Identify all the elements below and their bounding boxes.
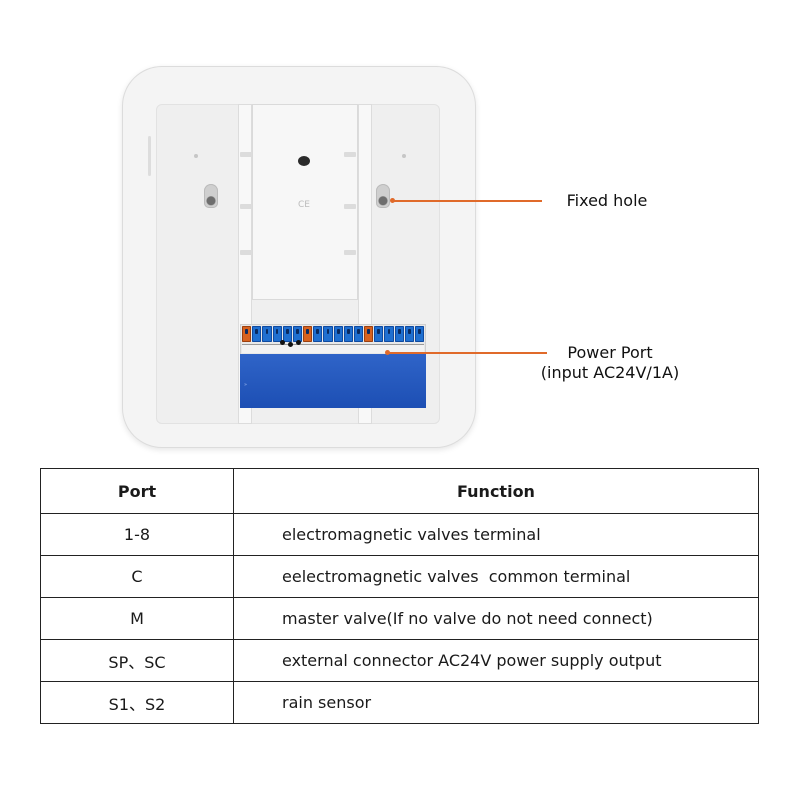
- terminal-screw: [323, 326, 333, 342]
- sensor-hole: [298, 156, 310, 166]
- terminal-screw: [364, 326, 374, 342]
- terminal-label-strip: [242, 344, 424, 353]
- function-cell: rain sensor: [233, 681, 759, 724]
- callout-dot-fixed-hole: [390, 198, 395, 203]
- terminal-screw: [384, 326, 394, 342]
- table-header-row: Port Function: [40, 468, 759, 514]
- screw-dot: [194, 154, 198, 158]
- terminal-screw: [262, 326, 272, 342]
- terminal-screw: [333, 326, 343, 342]
- header-function: Function: [233, 468, 759, 514]
- fixed-hole-right: [376, 184, 390, 208]
- device-inner-panel: CE: [156, 104, 440, 424]
- port-cell: S1、S2: [40, 681, 234, 724]
- terminal-screw: [292, 326, 303, 342]
- terminal-screw: [242, 326, 252, 342]
- terminal-screw: [282, 326, 292, 342]
- port-cell: 1-8: [40, 513, 234, 556]
- terminal-screw: [272, 326, 282, 342]
- callout-fixed-hole: Fixed hole: [566, 191, 648, 210]
- terminal-screw: [313, 326, 323, 342]
- port-function-table: Port Function 1-8 electromagnetic valves…: [40, 468, 759, 724]
- port-cell: M: [40, 597, 234, 640]
- terminal-block: »: [240, 324, 426, 408]
- plate-tab: [240, 250, 252, 255]
- terminal-screw: [404, 326, 414, 342]
- terminal-screw: [374, 326, 384, 342]
- device-back-image: CE: [122, 66, 476, 448]
- callout-power-port: Power Port (input AC24V/1A): [532, 343, 688, 383]
- fixed-hole-left: [204, 184, 218, 208]
- screw-terminals: [242, 326, 425, 342]
- function-cell: eelectromagnetic valves common terminal: [233, 555, 759, 598]
- function-cell: master valve(If no valve do not need con…: [233, 597, 759, 640]
- function-cell: external connector AC24V power supply ou…: [233, 639, 759, 682]
- table-row: M master valve(If no valve do not need c…: [40, 597, 759, 640]
- pcb-marking: »: [244, 382, 248, 388]
- plate-tab: [344, 250, 356, 255]
- function-cell: electromagnetic valves terminal: [233, 513, 759, 556]
- table-row: S1、S2 rain sensor: [40, 681, 759, 724]
- callout-dot-power-port: [385, 350, 390, 355]
- screw-dot: [402, 154, 406, 158]
- mounting-plate: CE: [252, 104, 358, 300]
- terminal-screw: [252, 326, 262, 342]
- table-row: 1-8 electromagnetic valves terminal: [40, 513, 759, 556]
- circuit-board: »: [240, 354, 426, 408]
- ce-mark: CE: [298, 200, 310, 210]
- plate-tab: [344, 204, 356, 209]
- plate-tab: [240, 152, 252, 157]
- terminal-screw: [343, 326, 353, 342]
- terminal-screw: [394, 326, 404, 342]
- table-row: C eelectromagnetic valves common termina…: [40, 555, 759, 598]
- callout-line-fixed-hole: [394, 200, 542, 202]
- wire-ends: [280, 340, 310, 350]
- terminal-screw: [353, 326, 364, 342]
- plate-tab: [240, 204, 252, 209]
- power-port-detail: (input AC24V/1A): [540, 363, 680, 382]
- callout-line-power-port: [389, 352, 547, 354]
- terminal-screw: [303, 326, 313, 342]
- header-port: Port: [40, 468, 234, 514]
- port-cell: SP、SC: [40, 639, 234, 682]
- plate-tab: [344, 152, 356, 157]
- table-row: SP、SC external connector AC24V power sup…: [40, 639, 759, 682]
- power-port-title: Power Port: [567, 343, 653, 362]
- terminal-screw: [414, 326, 425, 342]
- side-slot: [148, 136, 151, 176]
- port-cell: C: [40, 555, 234, 598]
